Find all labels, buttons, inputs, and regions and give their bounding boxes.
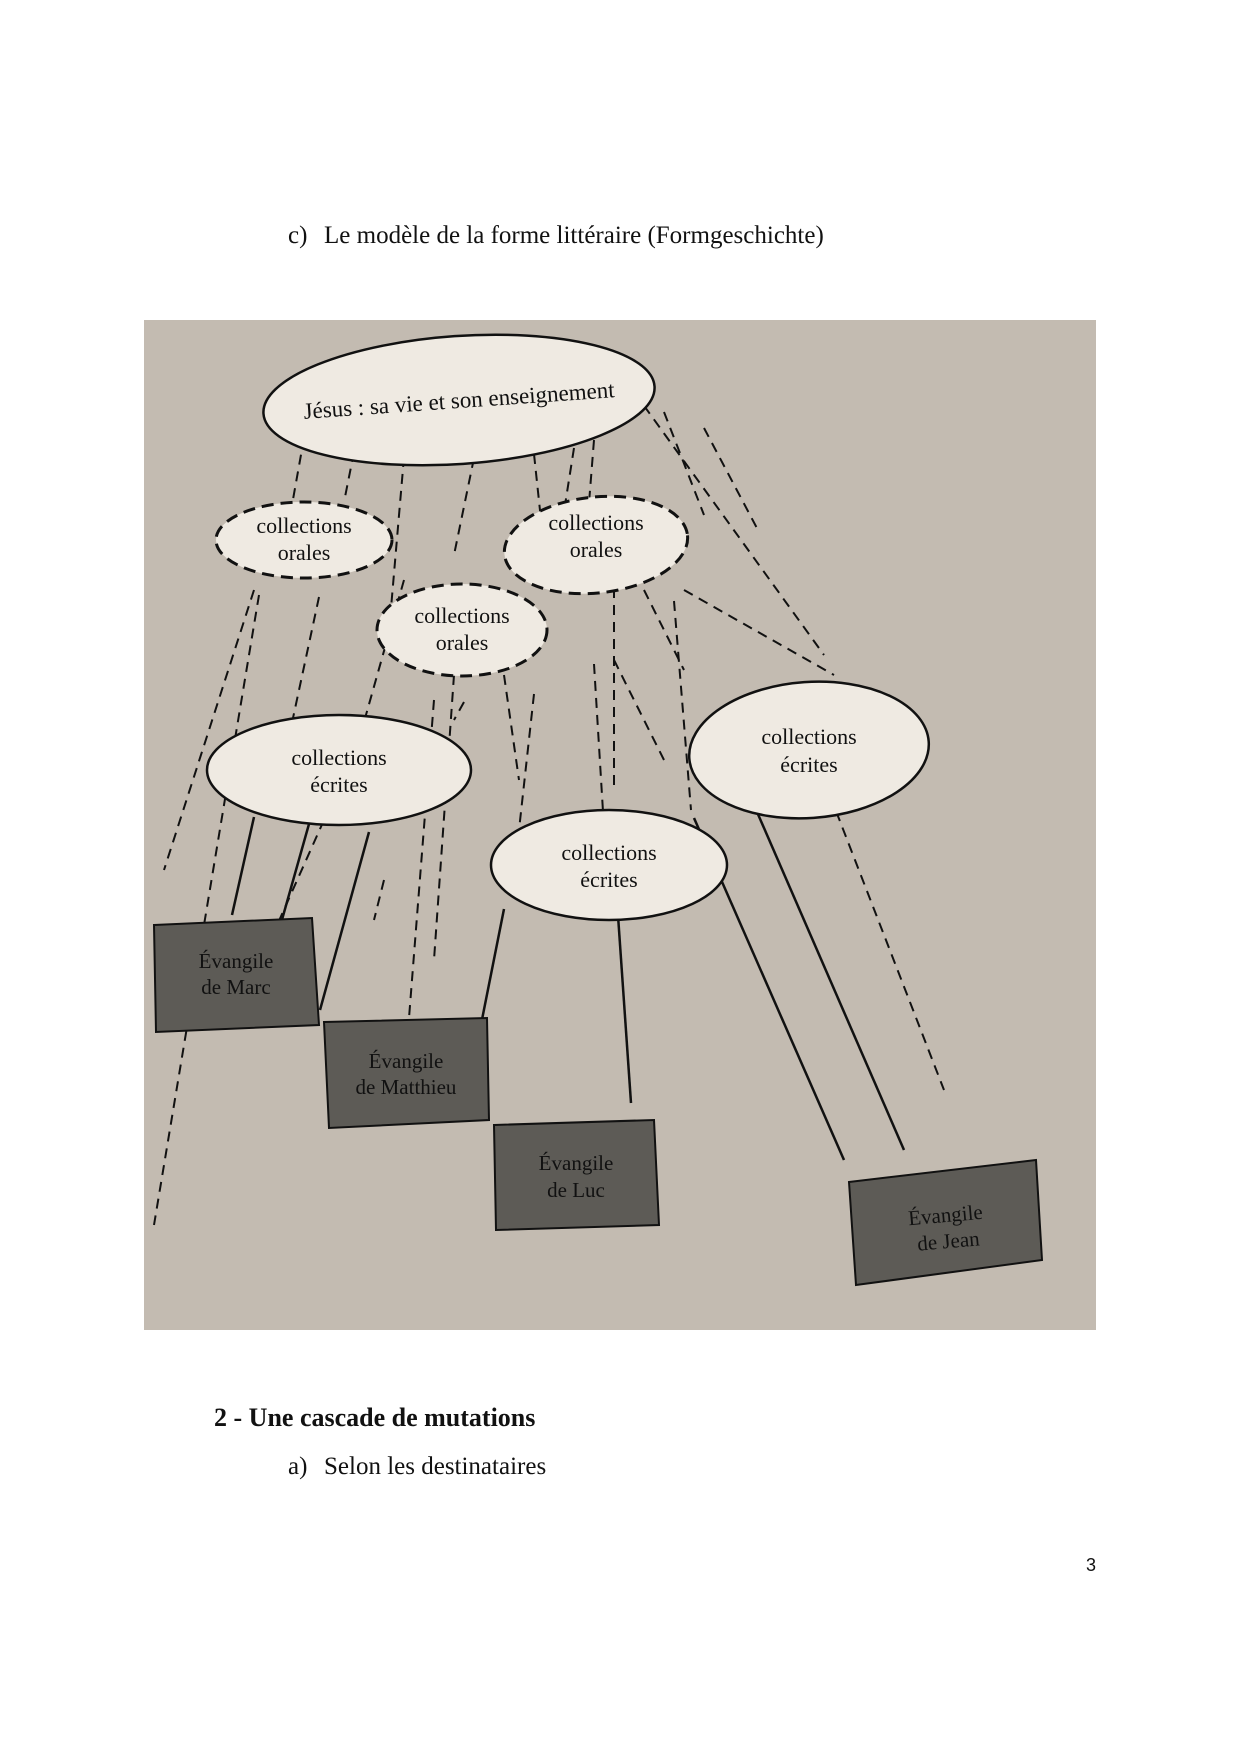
oral-3-line2: orales: [436, 630, 489, 655]
written-collection-1: collections écrites: [205, 713, 473, 827]
gospel-matthew-line1: Évangile: [369, 1049, 444, 1073]
gospel-box-matthew: Évangile de Matthieu: [322, 1016, 491, 1130]
gospel-box-luke: Évangile de Luc: [492, 1118, 661, 1232]
gospel-box-john: Évangile de Jean: [847, 1158, 1044, 1287]
oral-collection-3: collections orales: [375, 582, 549, 678]
section-a-title: Selon les destinataires: [324, 1453, 547, 1480]
section-2-heading: 2 - Une cascade de mutations: [214, 1403, 536, 1432]
written-2-line1: collections: [761, 724, 856, 749]
written-1-line1: collections: [291, 745, 386, 770]
gospel-matthew-line2: de Matthieu: [356, 1075, 457, 1099]
oral-2-line1: collections: [548, 510, 643, 535]
section-c-title: Le modèle de la forme littéraire (Formge…: [324, 222, 824, 249]
dashed-connectors: [153, 377, 945, 1226]
gospel-luke-line1: Évangile: [539, 1151, 614, 1175]
gospel-mark-line2: de Marc: [201, 975, 270, 999]
formgeschichte-diagram: Jésus : sa vie et son enseignement colle…: [144, 320, 1096, 1330]
gospel-box-mark: Évangile de Marc: [152, 916, 321, 1034]
root-node: Jésus : sa vie et son enseignement: [262, 333, 656, 467]
oral-2-line2: orales: [570, 537, 623, 562]
page-number: 3: [1085, 1555, 1096, 1575]
section-a-marker: a): [288, 1453, 308, 1480]
section-2-title: Une cascade de mutations: [248, 1403, 536, 1432]
solid-connectors: [230, 804, 906, 1161]
oral-collection-2: collections orales: [502, 494, 690, 596]
oral-collection-1: collections orales: [214, 500, 394, 580]
gospel-mark-line1: Évangile: [199, 949, 274, 973]
written-collection-2: collections écrites: [687, 680, 931, 820]
written-2-line2: écrites: [780, 752, 837, 777]
section-c-marker: c): [288, 222, 308, 249]
section-c-heading: c) Le modèle de la forme littéraire (Form…: [288, 222, 824, 250]
section-a-heading: a) Selon les destinataires: [288, 1453, 546, 1481]
section-2-number: 2: [214, 1403, 227, 1432]
gospel-john-line2: de Jean: [916, 1226, 981, 1255]
written-3-line1: collections: [561, 840, 656, 865]
oral-3-line1: collections: [414, 603, 509, 628]
written-3-line2: écrites: [580, 867, 637, 892]
written-1-line2: écrites: [310, 772, 367, 797]
written-collection-3: collections écrites: [489, 808, 729, 922]
gospel-luke-line2: de Luc: [547, 1178, 605, 1202]
oral-1-line1: collections: [256, 513, 351, 538]
diagram-canvas: Jésus : sa vie et son enseignement colle…: [152, 333, 1044, 1287]
oral-1-line2: orales: [278, 540, 331, 565]
